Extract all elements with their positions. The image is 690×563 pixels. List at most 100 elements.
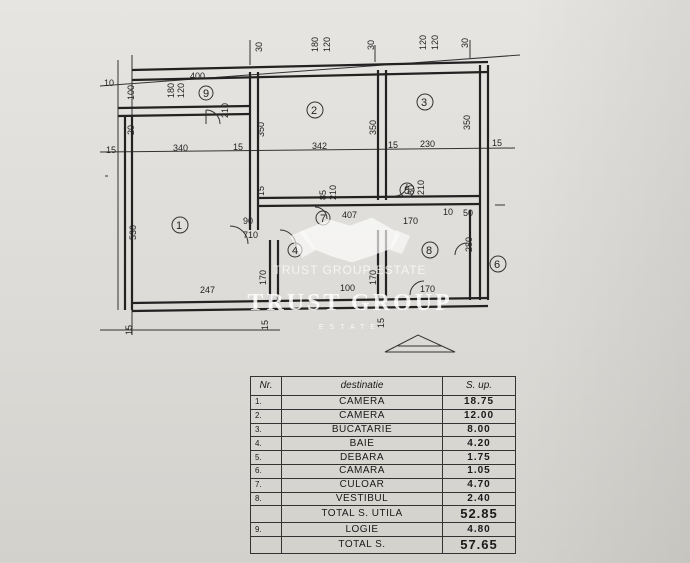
dim-170c: 170 xyxy=(368,270,378,285)
dim-10: 10 xyxy=(104,78,114,88)
room-labels: 9 2 3 1 7 4 5 8 6 xyxy=(171,85,507,273)
dim-top-120b: 120 xyxy=(418,35,428,50)
dim-230: 230 xyxy=(420,139,435,149)
dim-15d: 15 xyxy=(492,138,502,148)
row-nr: 3. xyxy=(250,422,282,438)
dim-top-30b: 30 xyxy=(366,40,376,50)
entrance-arrow-icon xyxy=(384,334,456,353)
dim-350c: 350 xyxy=(462,115,472,130)
logie-name: LOGIE xyxy=(281,522,443,538)
header-destinatie: destinatie xyxy=(281,376,443,396)
dim-50: 50 xyxy=(463,208,473,218)
row-nr: 1. xyxy=(250,395,282,410)
table-row: 7. CULOAR 4.70 xyxy=(250,477,516,493)
dim-120: 120 xyxy=(176,83,186,98)
table-row: 3. BUCATARIE 8.00 xyxy=(250,422,516,438)
paper-edge-shadow xyxy=(520,0,690,563)
row-name: CAMERA xyxy=(281,408,443,424)
dim-100b: 100 xyxy=(340,283,355,293)
area-table: Nr. destinatie S. up. 1. CAMERA 18.75 2.… xyxy=(250,376,516,555)
row-nr: 5. xyxy=(250,450,282,465)
dim-15a: 15 xyxy=(106,145,116,155)
row-nr: 8. xyxy=(250,491,282,507)
total-utila-nr xyxy=(250,505,282,524)
dim-280: 280 xyxy=(464,237,474,252)
dim-100: 100 xyxy=(126,85,136,100)
dim-170d: 170 xyxy=(420,284,435,294)
header-suprafata: S. up. xyxy=(442,376,516,396)
dim-342: 342 xyxy=(312,141,327,151)
logie-nr: 9. xyxy=(250,522,282,538)
dim-350b: 350 xyxy=(368,120,378,135)
row-value: 4.70 xyxy=(442,477,516,493)
row-name: CAMERA xyxy=(281,395,443,410)
dim-60: 60 xyxy=(406,185,416,195)
row-value: 2.40 xyxy=(442,491,516,507)
row-name: CAMARA xyxy=(281,463,443,479)
total-row: TOTAL S. 57.65 xyxy=(250,536,516,555)
watermark-sub-text: ESTATE xyxy=(318,324,382,331)
row-value: 18.75 xyxy=(442,395,516,410)
dim-180: 180 xyxy=(166,83,176,98)
dim-top-180: 180 xyxy=(310,37,320,52)
table-row: 5. DEBARA 1.75 xyxy=(250,450,516,465)
row-value: 4.20 xyxy=(442,436,516,452)
table-header-row: Nr. destinatie S. up. xyxy=(250,376,516,396)
dim-170b: 170 xyxy=(258,270,268,285)
room-9-label: 9 xyxy=(203,88,209,100)
dim-top-120a: 120 xyxy=(322,37,332,52)
dimension-labels: 30 180 120 30 120 120 30 400 10 180 120 … xyxy=(104,35,502,335)
table-row: 1. CAMERA 18.75 xyxy=(250,395,516,410)
walls xyxy=(117,60,490,313)
dim-210b: 210 xyxy=(328,185,338,200)
row-value: 1.05 xyxy=(442,463,516,479)
dim-530: 530 xyxy=(128,225,138,240)
dim-400: 400 xyxy=(190,71,205,81)
table-row: 8. VESTIBUL 2.40 xyxy=(250,491,516,507)
table-row: 6. CAMARA 1.05 xyxy=(250,463,516,479)
door-swings xyxy=(205,109,468,296)
dim-top-30a: 30 xyxy=(254,42,264,52)
handshake-logo-icon xyxy=(290,217,410,263)
dim-210c: 210 xyxy=(416,180,426,195)
dim-90: 90 xyxy=(243,216,253,226)
row-name: DEBARA xyxy=(281,450,443,465)
dim-170a: 170 xyxy=(403,216,418,226)
room-3-label: 3 xyxy=(421,97,427,109)
dim-85: 85 xyxy=(318,190,328,200)
dim-407: 407 xyxy=(342,210,357,220)
dim-15b: 15 xyxy=(233,142,243,152)
row-name: BAIE xyxy=(281,436,443,452)
dim-top-120c: 120 xyxy=(430,35,440,50)
row-nr: 2. xyxy=(250,408,282,424)
total-label: TOTAL S. xyxy=(281,536,443,555)
dim-15e: 15 xyxy=(124,325,134,335)
row-nr: 6. xyxy=(250,463,282,479)
dim-15c: 15 xyxy=(388,140,398,150)
dim-15g: 15 xyxy=(376,318,386,328)
trust-group-watermark: TRUST GROUP ESTATE TRUST GROUP ESTATE xyxy=(230,210,470,350)
dim-top-30c: 30 xyxy=(460,38,470,48)
row-value: 1.75 xyxy=(442,450,516,465)
header-nr: Nr. xyxy=(250,376,282,396)
room-7-label: 7 xyxy=(320,213,326,225)
table-row: 2. CAMERA 12.00 xyxy=(250,408,516,424)
watermark-small-text: TRUST GROUP ESTATE xyxy=(273,263,427,277)
total-nr xyxy=(250,536,282,555)
logie-value: 4.80 xyxy=(442,522,516,538)
dim-247: 247 xyxy=(200,285,215,295)
row-nr: 7. xyxy=(250,477,282,493)
dim-350a: 350 xyxy=(256,122,266,137)
total-value: 57.65 xyxy=(442,536,516,555)
dim-340: 340 xyxy=(173,143,188,153)
row-value: 12.00 xyxy=(442,408,516,424)
watermark-brand-text: TRUST GROUP xyxy=(247,290,453,316)
room-2-label: 2 xyxy=(311,105,317,117)
total-utila-value: 52.85 xyxy=(442,505,516,524)
row-nr: 4. xyxy=(250,436,282,452)
dim-210a: 210 xyxy=(220,103,230,118)
room-1-label: 1 xyxy=(176,220,182,232)
row-value: 8.00 xyxy=(442,422,516,438)
room-6-label: 6 xyxy=(494,259,500,271)
